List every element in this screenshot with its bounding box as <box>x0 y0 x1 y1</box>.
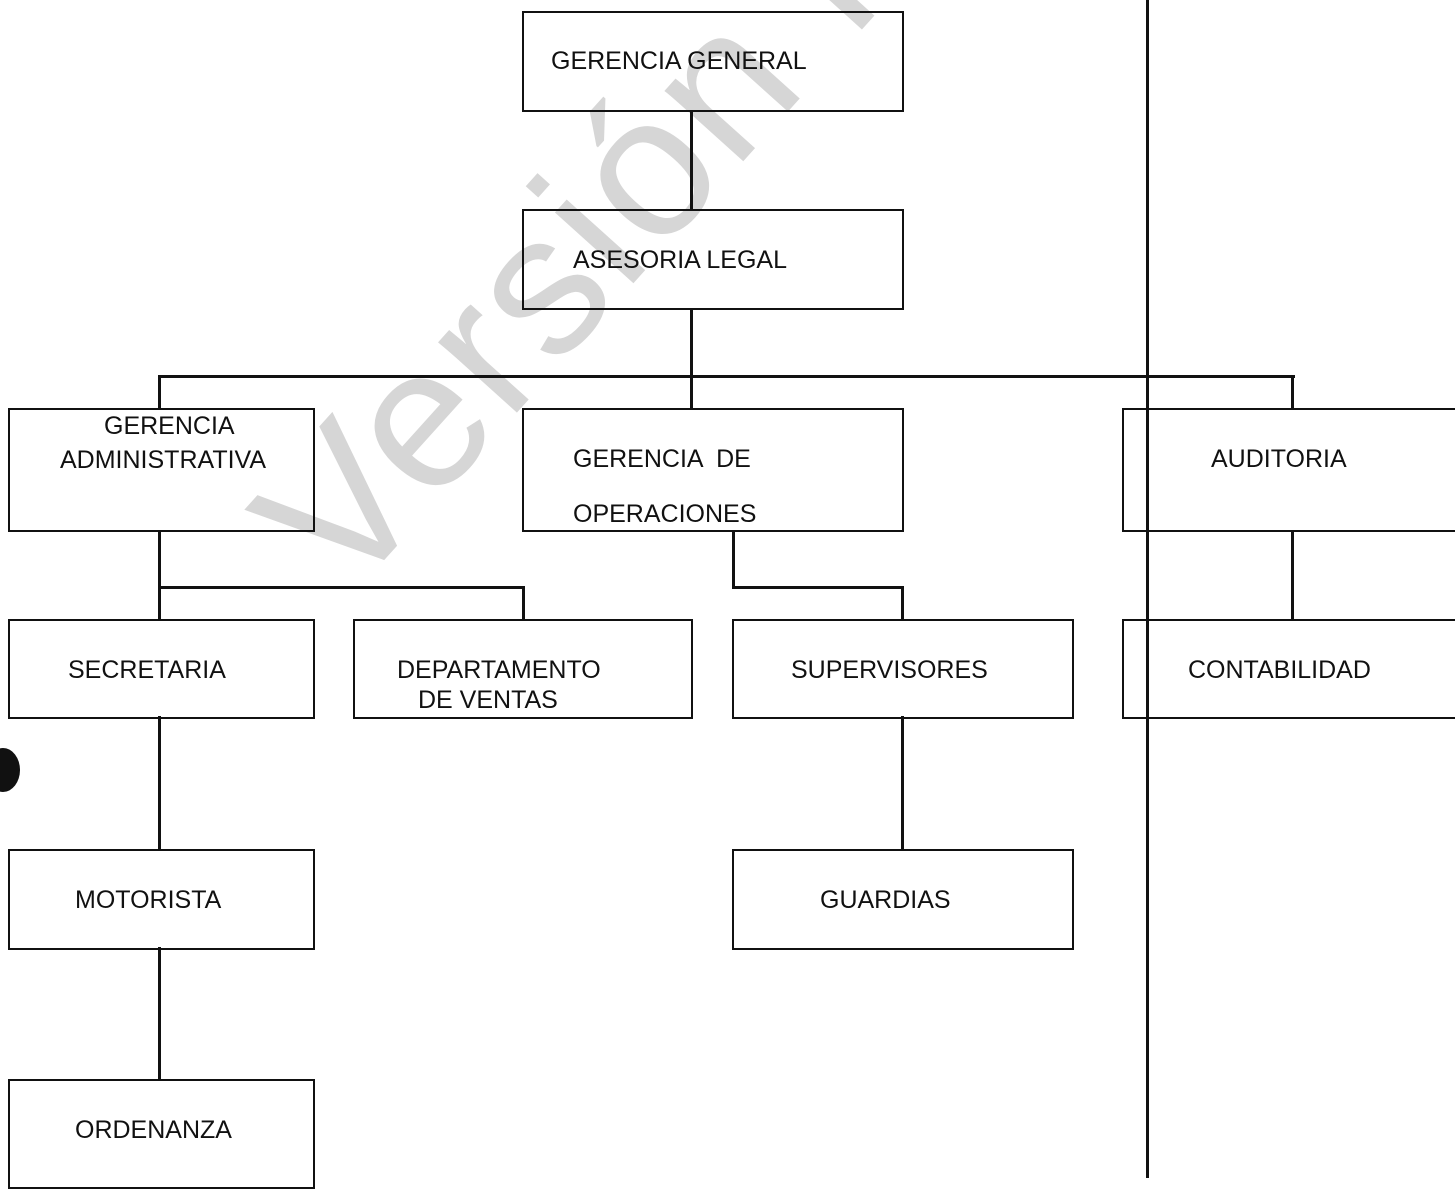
label-secretaria: SECRETARIA <box>68 656 226 684</box>
label-asesoria-legal: ASESORIA LEGAL <box>573 246 787 274</box>
label-motorista: MOTORISTA <box>75 886 222 914</box>
label-gerencia-operaciones-line2: OPERACIONES <box>573 500 757 528</box>
connector-general-legal <box>690 110 693 210</box>
connector-horizontal-bus <box>158 375 1295 378</box>
box-ordenanza: ORDENANZA <box>8 1079 315 1189</box>
box-contabilidad: CONTABILIDAD <box>1122 619 1455 719</box>
label-gerencia-administrativa-line2: ADMINISTRATIVA <box>60 446 267 474</box>
box-gerencia-general: GERENCIA GENERAL <box>522 11 904 112</box>
connector-motorista-ordenanza <box>158 947 161 1081</box>
connector-administrativa-ventas-h <box>158 586 525 589</box>
connector-legal-bus <box>690 308 693 376</box>
connector-secretaria-motorista <box>158 716 161 850</box>
box-secretaria: SECRETARIA <box>8 619 315 719</box>
label-gerencia-general: GERENCIA GENERAL <box>551 47 807 75</box>
vertical-divider <box>1146 0 1149 1178</box>
connector-supervisores-guardias <box>901 716 904 850</box>
box-gerencia-operaciones: GERENCIA DE OPERACIONES <box>522 408 904 532</box>
box-gerencia-administrativa: GERENCIA ADMINISTRATIVA <box>8 408 315 532</box>
connector-bus-administrativa <box>158 375 161 409</box>
label-contabilidad: CONTABILIDAD <box>1188 656 1371 684</box>
connector-ventas-v <box>522 586 525 620</box>
scan-hole-mark <box>0 748 20 792</box>
label-departamento-ventas-line2: DE VENTAS <box>418 686 558 714</box>
label-departamento-ventas-line1: DEPARTAMENTO <box>397 656 601 684</box>
connector-bus-auditoria <box>1291 375 1294 409</box>
label-gerencia-administrativa-line1: GERENCIA <box>104 412 235 440</box>
connector-administrativa-down <box>158 530 161 620</box>
connector-operaciones-supervisores-h <box>732 586 904 589</box>
box-departamento-ventas: DEPARTAMENTO DE VENTAS <box>353 619 693 719</box>
label-gerencia-operaciones-line1: GERENCIA DE <box>573 445 751 473</box>
connector-operaciones-down <box>732 530 735 588</box>
label-auditoria: AUDITORIA <box>1211 445 1347 473</box>
label-guardias: GUARDIAS <box>820 886 951 914</box>
box-supervisores: SUPERVISORES <box>732 619 1074 719</box>
box-asesoria-legal: ASESORIA LEGAL <box>522 209 904 310</box>
connector-bus-operaciones <box>690 375 693 409</box>
label-ordenanza: ORDENANZA <box>75 1116 232 1144</box>
box-motorista: MOTORISTA <box>8 849 315 950</box>
box-auditoria: AUDITORIA <box>1122 408 1455 532</box>
label-supervisores: SUPERVISORES <box>791 656 988 684</box>
box-guardias: GUARDIAS <box>732 849 1074 950</box>
connector-supervisores-v <box>901 586 904 620</box>
connector-auditoria-contabilidad <box>1291 530 1294 620</box>
